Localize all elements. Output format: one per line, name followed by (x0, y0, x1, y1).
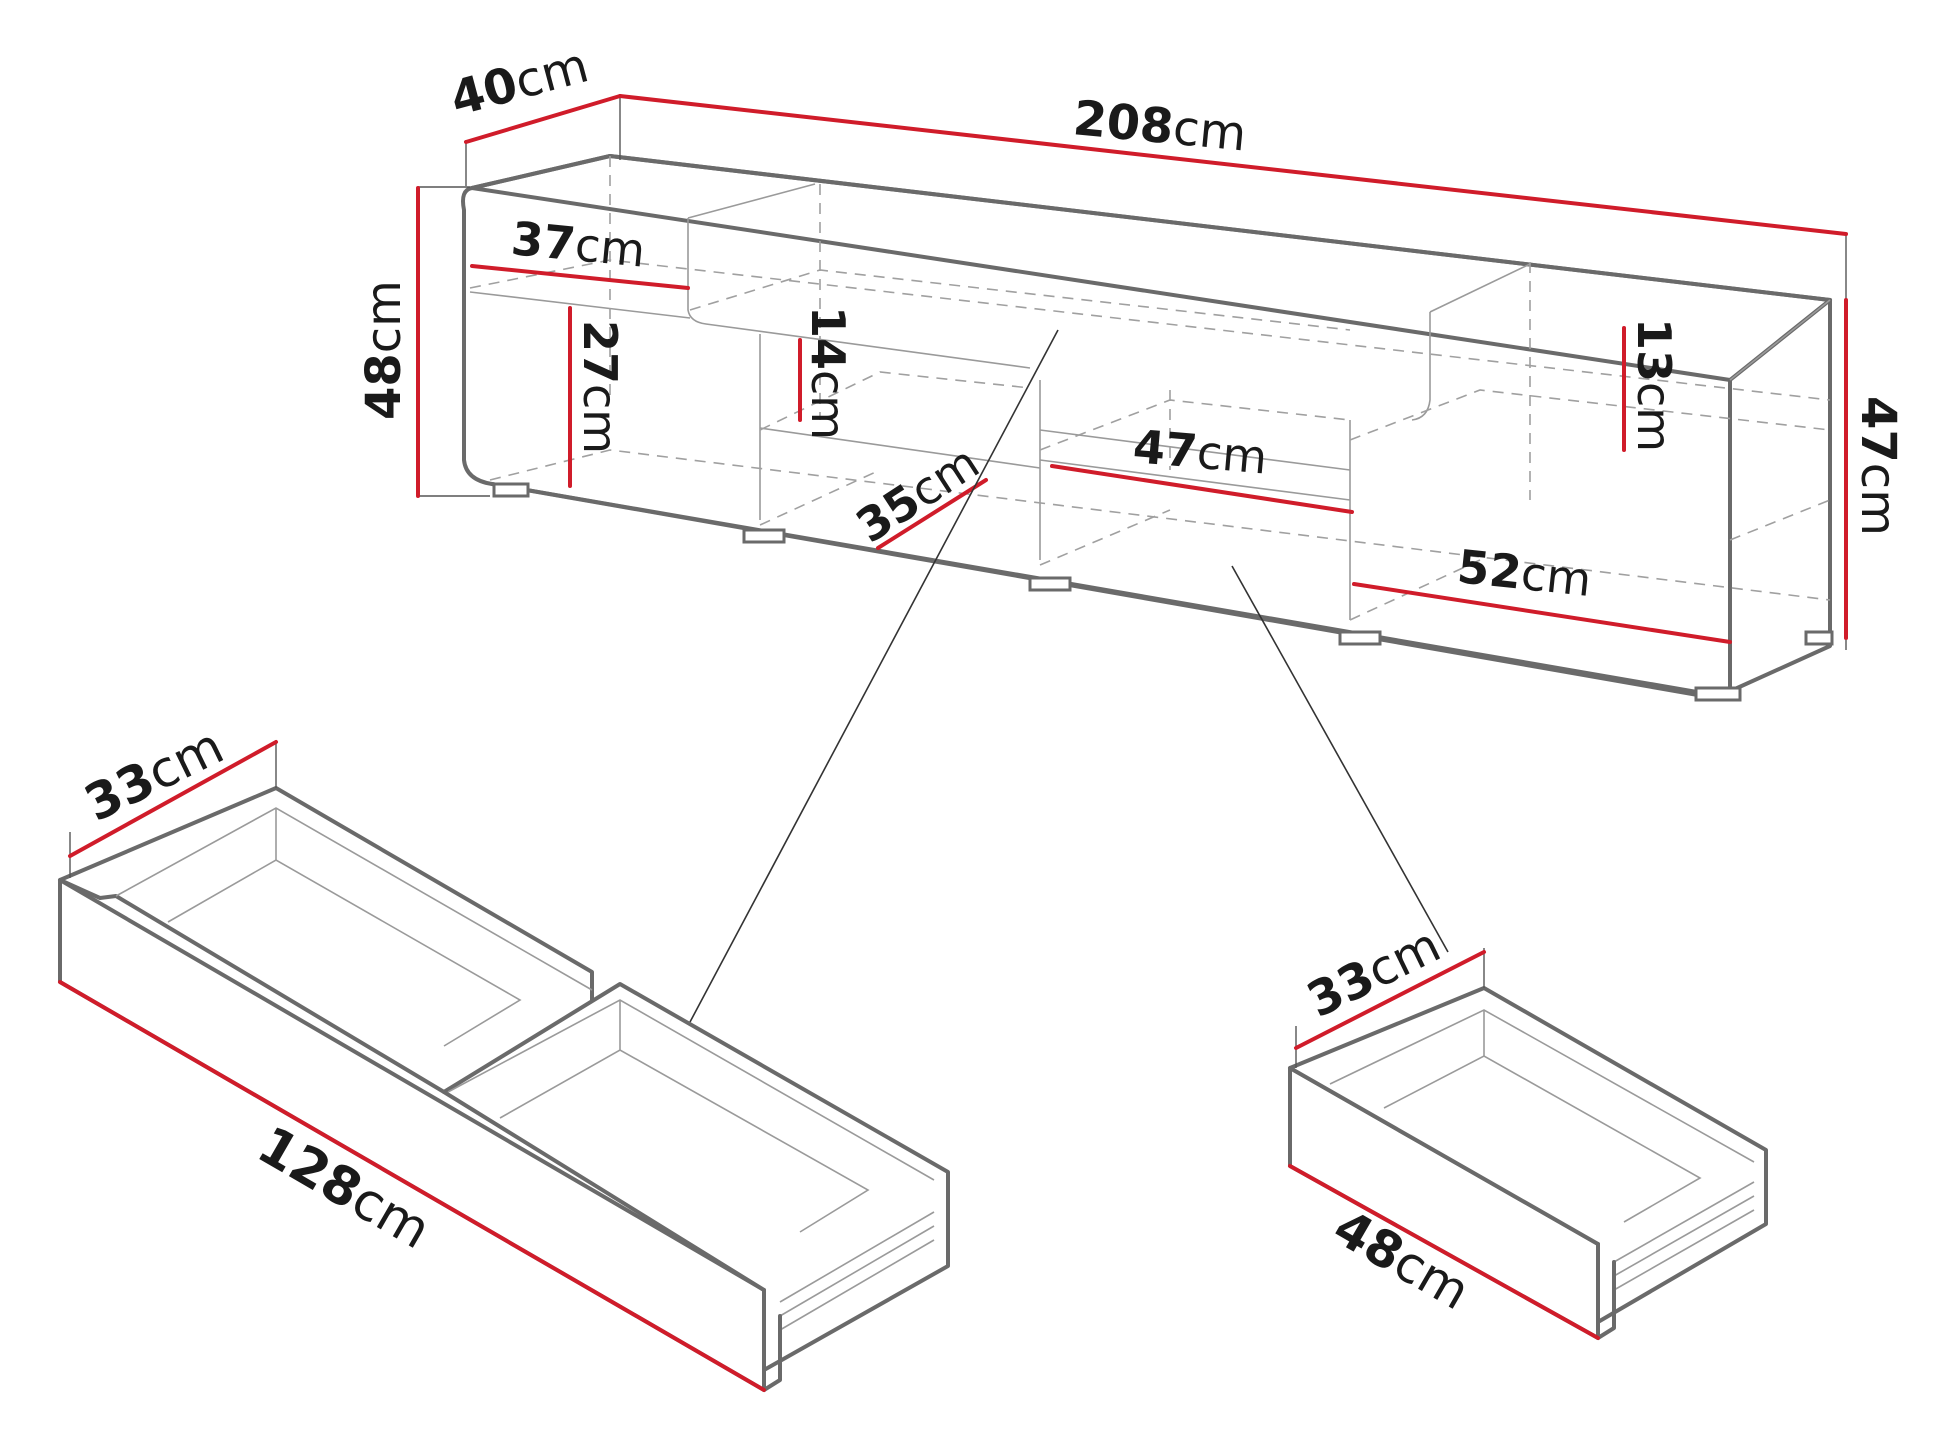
cabinet-foot (1694, 686, 1742, 702)
label-center-drawer-height: 14cm (801, 306, 855, 440)
label-right-door-width: 52cm (1455, 539, 1594, 607)
label-cabinet-depth: 40cm (445, 37, 595, 127)
tv-cabinet (461, 154, 1834, 702)
label-cabinet-height-right: 47cm (1850, 396, 1906, 536)
small-drawer (1288, 986, 1768, 1340)
width-dimension-line (618, 94, 1848, 236)
label-right-niche-height: 13cm (1627, 318, 1681, 452)
cabinet-foot (492, 482, 530, 498)
label-cabinet-height-left: 48cm (356, 280, 412, 420)
cabinet-foot (742, 528, 786, 544)
center-drawer-depth-line (876, 478, 988, 550)
small-drawer-dimension-lines (1288, 948, 1600, 1340)
cabinet-foot (1804, 630, 1834, 646)
label-top-shelf-depth: 37cm (509, 211, 648, 278)
center-door-dimension-line (1050, 464, 1354, 514)
large-drawer-depth-line (68, 740, 278, 858)
large-drawer (58, 786, 950, 1392)
cabinet-foot (1338, 630, 1382, 646)
right-door-dimension-line (1352, 582, 1732, 644)
top-shelf-dimension-line (470, 264, 690, 290)
large-drawer-length-line (58, 980, 766, 1392)
depth-dimension-line (464, 94, 622, 144)
small-drawer-depth-line (1294, 950, 1486, 1050)
label-cabinet-width: 208cm (1071, 90, 1249, 162)
cabinet-dimension-lines (416, 94, 1848, 644)
leader-line-small-drawer (1231, 565, 1449, 953)
extension-lines (418, 96, 1847, 650)
cabinet-foot (1028, 576, 1072, 592)
label-left-compartment-height: 27cm (573, 320, 627, 454)
large-drawer-dimension-lines (58, 740, 766, 1392)
label-center-door-width: 47cm (1131, 419, 1269, 484)
leader-line-large-drawer (689, 329, 1059, 1023)
small-drawer-length-line (1288, 1164, 1600, 1340)
